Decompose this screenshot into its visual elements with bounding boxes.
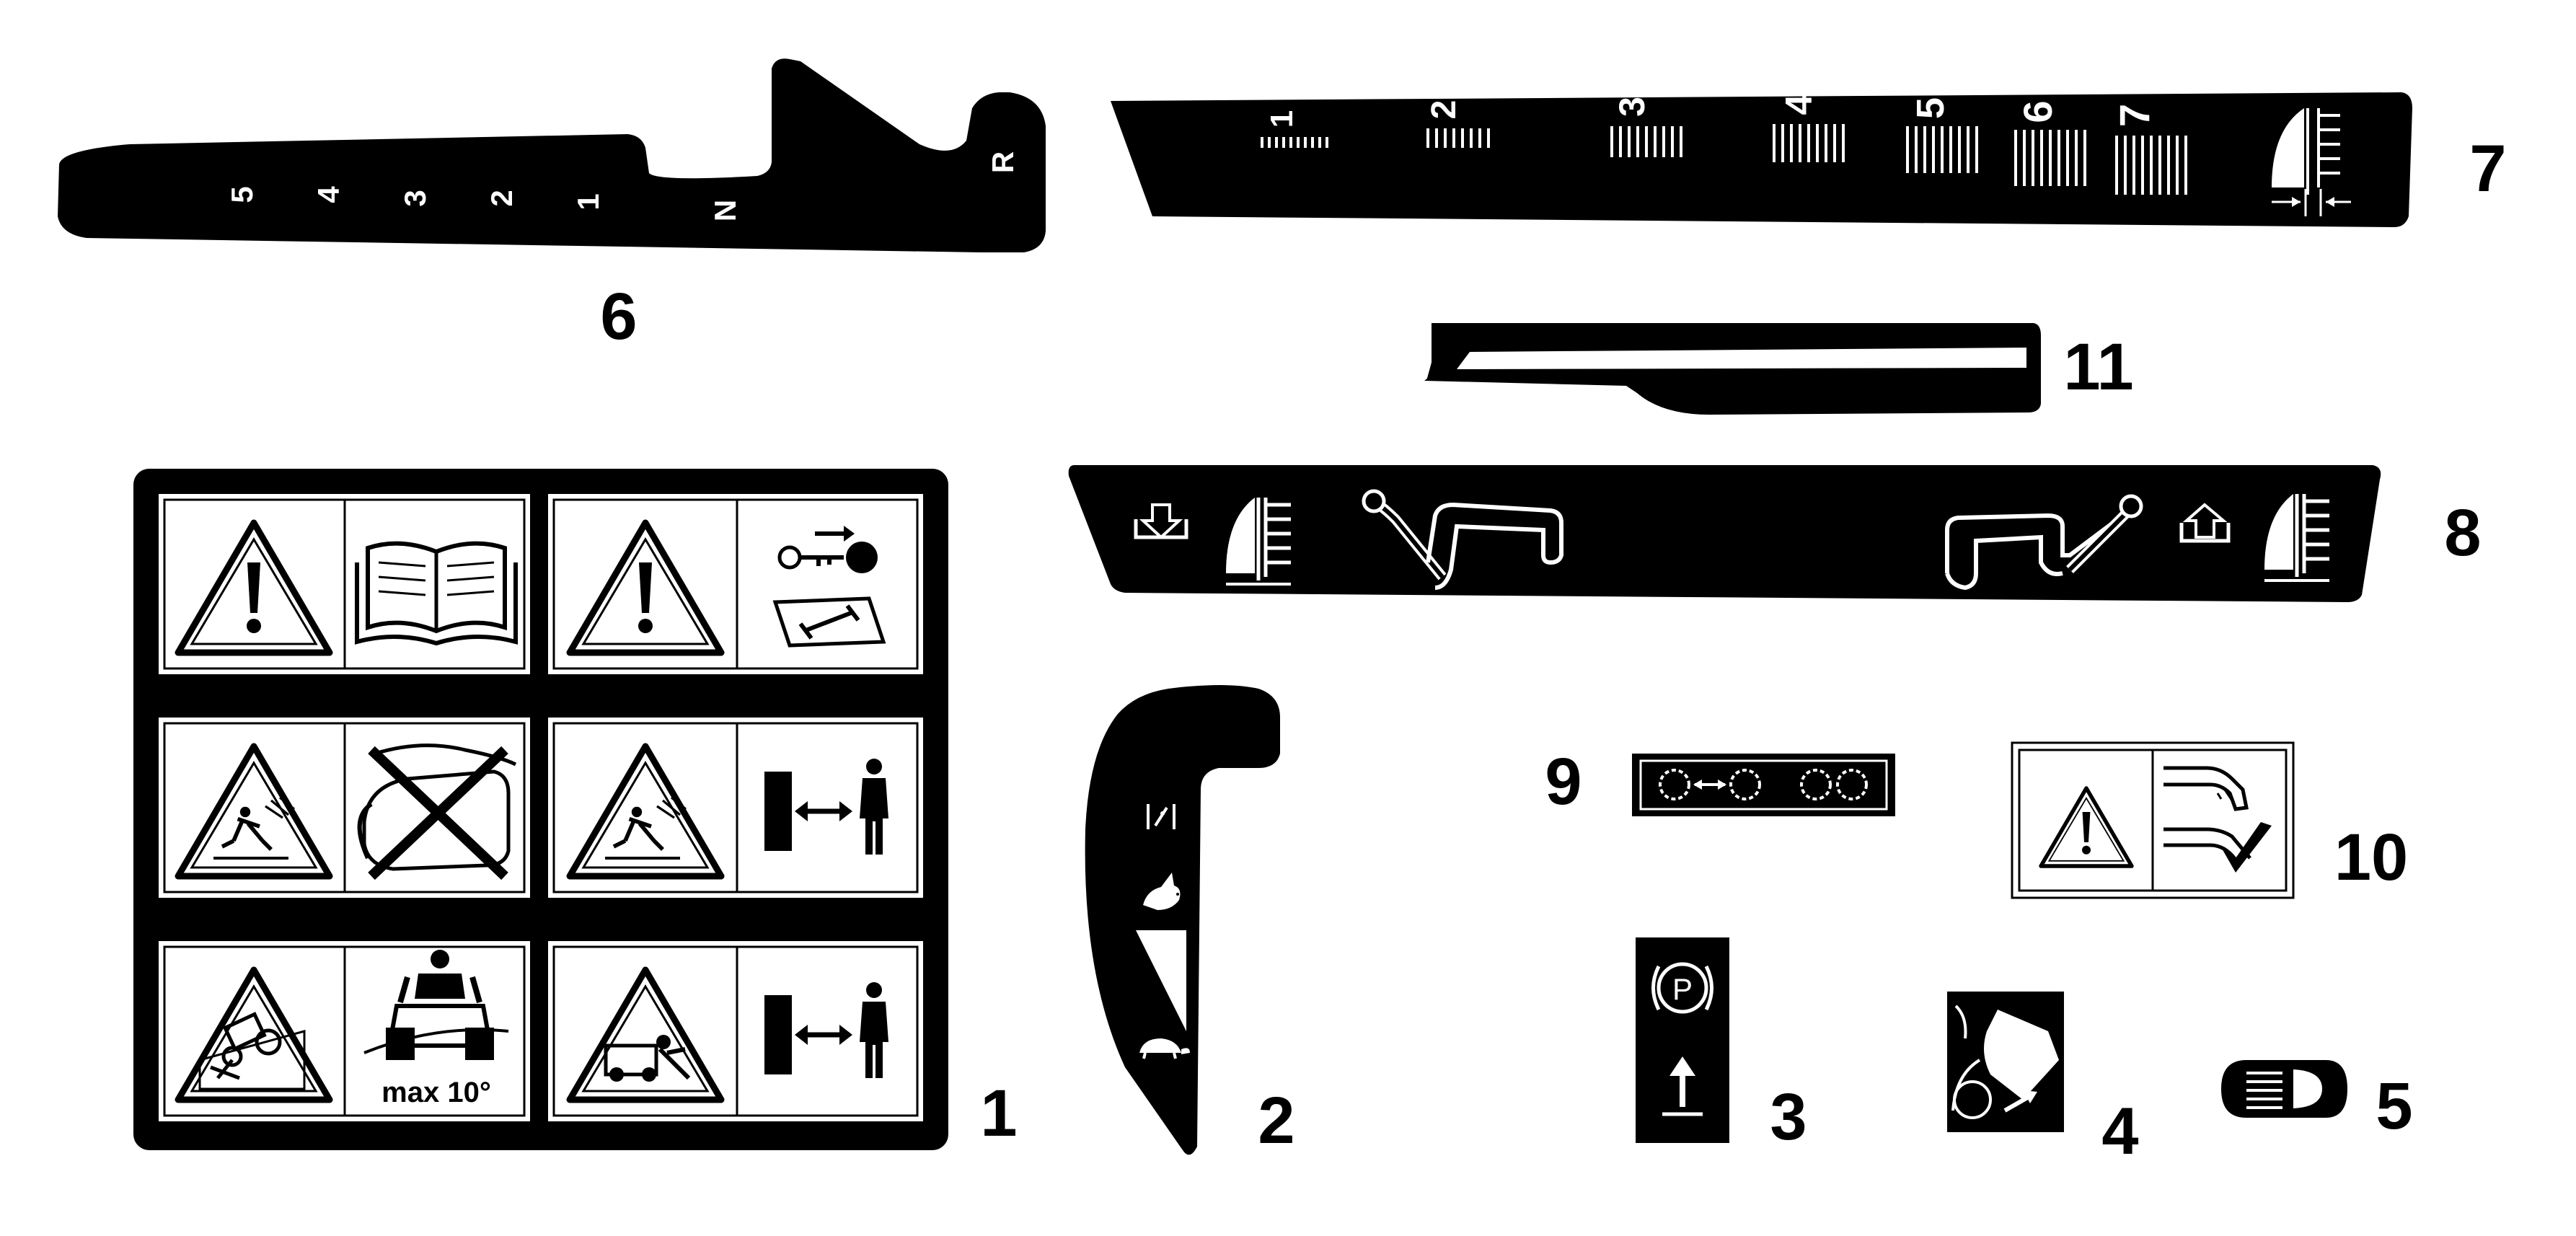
warning-cell-slope: max 10° xyxy=(159,941,530,1121)
safety-warning-decal: max 10° xyxy=(133,469,948,1150)
height-label-4: 4 xyxy=(1778,94,1820,115)
decal-number-7: 7 xyxy=(2469,132,2506,206)
stripe-decal xyxy=(1424,323,2041,415)
fast-hare-icon xyxy=(1143,873,1181,910)
height-ticks-7 xyxy=(2115,136,2187,195)
parking-brake-icon: P xyxy=(1651,962,1713,1014)
height-label-2: 2 xyxy=(1425,100,1463,120)
arrow-up-icon xyxy=(1662,1056,1703,1116)
svg-text:7: 7 xyxy=(2112,104,2158,127)
decal-number-11: 11 xyxy=(2063,330,2133,404)
grass-height-icon-right xyxy=(2264,494,2329,582)
grass-catcher-decal xyxy=(1947,992,2064,1132)
no-grass-bag-icon xyxy=(357,743,517,880)
height-ticks-4 xyxy=(1773,124,1845,162)
slope-rollover-icon xyxy=(178,970,330,1100)
svg-text:R: R xyxy=(986,151,1020,173)
svg-text:3: 3 xyxy=(398,190,432,206)
grass-catcher-icon xyxy=(1951,1005,2059,1119)
warning-cell-keep-distance-2 xyxy=(548,941,923,1121)
height-label-7: 7 xyxy=(2112,104,2158,127)
height-ticks-3 xyxy=(1610,126,1682,157)
gear-label-n: N xyxy=(708,200,742,221)
height-ticks-6 xyxy=(2014,130,2086,186)
height-ticks-2 xyxy=(1426,128,1490,148)
gear-label-5: 5 xyxy=(225,186,259,203)
grass-height-icon-left xyxy=(1226,498,1291,586)
slow-tortoise-icon xyxy=(1139,1038,1190,1059)
height-label-1: 1 xyxy=(1264,110,1300,128)
svg-text:2: 2 xyxy=(485,190,519,206)
parking-brake-decal: P xyxy=(1636,937,1729,1143)
warning-cell-keep-distance-1 xyxy=(548,718,923,898)
gear-label-r: R xyxy=(986,151,1020,173)
svg-text:4: 4 xyxy=(312,186,345,203)
decal-number-4: 4 xyxy=(2101,1095,2138,1168)
decal-number-5: 5 xyxy=(2376,1069,2412,1143)
seated-operator-icon xyxy=(363,950,509,1060)
warning-cell-remove-key xyxy=(548,494,923,674)
grass-height-icon xyxy=(2272,108,2351,216)
decal-number-6: 6 xyxy=(600,280,637,353)
lift-arrow-icon xyxy=(2179,503,2231,543)
choke-icon xyxy=(1147,804,1175,829)
decal-number-10: 10 xyxy=(2334,821,2408,894)
throttle-decal xyxy=(1085,685,1280,1155)
svg-text:P: P xyxy=(1672,972,1693,1006)
svg-text:4: 4 xyxy=(1778,94,1820,115)
cutting-height-decal: 1 2 3 4 5 6 7 xyxy=(1111,92,2412,227)
decal-number-3: 3 xyxy=(1770,1080,1807,1154)
decal-number-1: 1 xyxy=(980,1077,1017,1150)
decal-number-2: 2 xyxy=(1258,1084,1294,1157)
gear-label-2: 2 xyxy=(485,190,519,206)
height-label-6: 6 xyxy=(2015,100,2060,123)
speed-wedge xyxy=(1136,930,1186,1031)
warning-cell-read-manual xyxy=(159,494,530,674)
svg-text:1: 1 xyxy=(1264,110,1300,128)
max-slope-label: max 10° xyxy=(381,1077,491,1108)
warning-cell-thrown-objects xyxy=(159,718,530,898)
svg-text:1: 1 xyxy=(571,193,605,210)
height-label-3: 3 xyxy=(1612,97,1652,117)
svg-text:N: N xyxy=(708,200,742,221)
svg-text:5: 5 xyxy=(225,186,259,203)
lever-icon-right xyxy=(1945,494,2143,591)
svg-text:3: 3 xyxy=(1612,97,1652,117)
decal-number-9: 9 xyxy=(1545,745,1582,818)
open-book-icon xyxy=(355,541,518,646)
mower-hazard-icon xyxy=(570,970,721,1100)
remove-key-icon xyxy=(777,526,878,573)
lever-icon-left xyxy=(1362,489,1563,590)
svg-text:2: 2 xyxy=(1425,100,1463,120)
gear-label-1: 1 xyxy=(571,193,605,210)
decal-number-8: 8 xyxy=(2444,496,2481,570)
lower-arrow-icon xyxy=(1134,503,1188,539)
height-ticks-1 xyxy=(1261,137,1328,148)
height-ticks-5 xyxy=(1906,126,1978,173)
svg-text:5: 5 xyxy=(1909,97,1952,119)
gear-label-3: 3 xyxy=(398,190,432,206)
lift-lever-decal xyxy=(1068,465,2381,602)
blade-engagement-decal xyxy=(1632,754,1895,816)
gear-shift-decal: 5 4 3 2 1 N R xyxy=(58,58,1046,252)
service-manual-icon xyxy=(772,596,886,648)
headlight-decal xyxy=(2221,1060,2347,1118)
lever-warning-decal xyxy=(2011,741,2295,899)
height-label-5: 5 xyxy=(1909,97,1952,119)
headlight-icon xyxy=(2246,1069,2322,1109)
svg-text:6: 6 xyxy=(2015,100,2060,123)
lever-position-icon xyxy=(2163,766,2272,873)
gear-label-4: 4 xyxy=(312,186,345,203)
